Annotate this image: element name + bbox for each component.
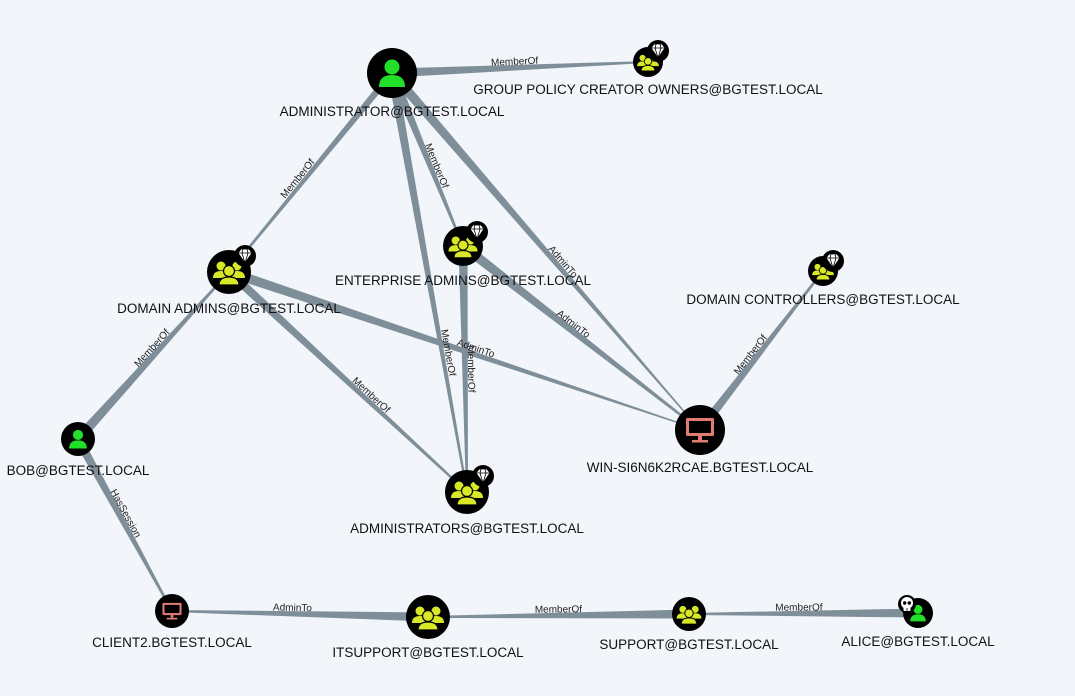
edge-bob-da[interactable] <box>74 271 230 443</box>
edge-label: MemberOf <box>279 157 318 201</box>
node-alice[interactable]: ALICE@BGTEST.LOCAL <box>841 595 995 649</box>
edge-admin-win[interactable] <box>388 69 701 431</box>
node-gpco[interactable]: GROUP POLICY CREATOR OWNERS@BGTEST.LOCAL <box>473 40 823 97</box>
group-icon <box>676 605 702 625</box>
edge-label: MemberOf <box>535 604 583 616</box>
node-da[interactable]: DOMAIN ADMINS@BGTEST.LOCAL <box>117 245 341 316</box>
node-label: DOMAIN CONTROLLERS@BGTEST.LOCAL <box>686 292 960 307</box>
node-label: WIN-SI6N6K2RCAE.BGTEST.LOCAL <box>587 460 814 475</box>
diamond-icon <box>822 250 844 272</box>
edge-label: MemberOf <box>133 327 173 370</box>
diamond-icon <box>647 40 669 62</box>
edge-admin-da[interactable] <box>228 70 395 273</box>
node-label: DOMAIN ADMINS@BGTEST.LOCAL <box>117 301 341 316</box>
user-icon <box>69 429 87 449</box>
node-label: CLIENT2.BGTEST.LOCAL <box>92 635 252 650</box>
edge-label: AdminTo <box>273 602 313 614</box>
node-label: BOB@BGTEST.LOCAL <box>7 463 150 478</box>
node-label: GROUP POLICY CREATOR OWNERS@BGTEST.LOCAL <box>473 82 823 97</box>
edge-admin-gpco[interactable] <box>391 61 649 78</box>
node-win[interactable]: WIN-SI6N6K2RCAE.BGTEST.LOCAL <box>587 405 814 475</box>
node-client2[interactable]: CLIENT2.BGTEST.LOCAL <box>92 594 252 650</box>
edge-label: MemberOf <box>732 333 770 377</box>
diamond-icon <box>472 465 494 487</box>
node-label: ITSUPPORT@BGTEST.LOCAL <box>332 645 524 660</box>
node-bob[interactable]: BOB@BGTEST.LOCAL <box>7 422 150 478</box>
node-itsupport[interactable]: ITSUPPORT@BGTEST.LOCAL <box>332 595 524 660</box>
group-icon <box>213 261 245 286</box>
edge-label: HasSession <box>108 488 143 540</box>
edge-itsupport-client2[interactable] <box>171 610 429 622</box>
edge-ea-admins[interactable] <box>458 245 468 493</box>
node-label: ENTERPRISE ADMINS@BGTEST.LOCAL <box>335 273 592 288</box>
group-icon <box>451 481 483 506</box>
diamond-icon <box>234 245 256 267</box>
edge-label: MemberOf <box>350 375 392 415</box>
edge-win-dc[interactable] <box>696 270 824 433</box>
node-label: ALICE@BGTEST.LOCAL <box>841 634 995 649</box>
node-admin[interactable]: ADMINISTRATOR@BGTEST.LOCAL <box>280 48 505 119</box>
node-label: ADMINISTRATORS@BGTEST.LOCAL <box>350 521 584 536</box>
edge-label: MemberOf <box>465 345 477 393</box>
computer-icon <box>162 602 182 620</box>
computer-icon <box>686 418 714 443</box>
group-icon <box>637 54 659 72</box>
edge-da-admins[interactable] <box>225 268 468 493</box>
edge-bob-client2[interactable] <box>74 436 173 612</box>
skull-icon <box>898 595 916 613</box>
user-icon <box>379 59 405 87</box>
node-support[interactable]: SUPPORT@BGTEST.LOCAL <box>599 597 779 652</box>
diamond-icon <box>466 221 488 243</box>
node-admins[interactable]: ADMINISTRATORS@BGTEST.LOCAL <box>350 465 584 536</box>
edge-ea-win[interactable] <box>459 242 701 431</box>
nodes-layer: ADMINISTRATOR@BGTEST.LOCAL GROUP POLICY C… <box>7 40 995 660</box>
edge-label: MemberOf <box>491 56 539 69</box>
edge-support-itsupport[interactable] <box>427 609 690 619</box>
edge-alice-support[interactable] <box>688 608 919 618</box>
node-ea[interactable]: ENTERPRISE ADMINS@BGTEST.LOCAL <box>335 221 592 288</box>
edge-admin-admins[interactable] <box>387 72 468 493</box>
node-label: SUPPORT@BGTEST.LOCAL <box>599 637 779 652</box>
user-icon <box>910 604 926 622</box>
edges-layer <box>74 61 919 622</box>
node-dc[interactable]: DOMAIN CONTROLLERS@BGTEST.LOCAL <box>686 250 960 307</box>
node-label: ADMINISTRATOR@BGTEST.LOCAL <box>280 104 505 119</box>
group-icon <box>412 606 444 631</box>
edge-label: MemberOf <box>775 602 823 613</box>
edge-admin-ea[interactable] <box>387 71 464 247</box>
